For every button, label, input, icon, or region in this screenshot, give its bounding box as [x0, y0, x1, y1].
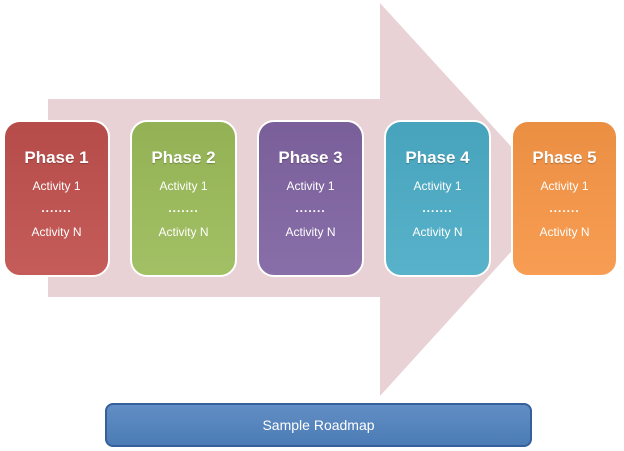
phase-activity-first: Activity 1 — [159, 179, 208, 193]
phase-title: Phase 3 — [278, 148, 343, 167]
phase-box-3: Phase 3 Activity 1 ....... Activity N — [257, 120, 364, 277]
phase-activity-first: Activity 1 — [413, 179, 462, 193]
phase-activity-dots: ....... — [422, 201, 453, 215]
phase-title: Phase 4 — [405, 148, 470, 167]
phase-activity-dots: ....... — [549, 201, 580, 215]
phase-activity-last: Activity N — [158, 225, 209, 239]
phase-box-1: Phase 1 Activity 1 ....... Activity N — [3, 120, 110, 277]
phase-box-4: Phase 4 Activity 1 ....... Activity N — [384, 120, 491, 277]
roadmap-title-label: Sample Roadmap — [262, 417, 375, 433]
phase-title: Phase 5 — [532, 148, 597, 167]
phase-title: Phase 1 — [24, 148, 89, 167]
phase-activity-first: Activity 1 — [32, 179, 81, 193]
phase-box-2: Phase 2 Activity 1 ....... Activity N — [130, 120, 237, 277]
phase-activity-last: Activity N — [539, 225, 590, 239]
phase-activity-dots: ....... — [295, 201, 326, 215]
phase-activity-last: Activity N — [412, 225, 463, 239]
phase-title: Phase 2 — [151, 148, 216, 167]
phase-activity-dots: ....... — [168, 201, 199, 215]
roadmap-title-bar: Sample Roadmap — [105, 403, 532, 447]
phase-box-5: Phase 5 Activity 1 ....... Activity N — [511, 120, 618, 277]
phase-activity-last: Activity N — [285, 225, 336, 239]
phase-activity-first: Activity 1 — [540, 179, 589, 193]
phase-activity-last: Activity N — [31, 225, 82, 239]
phase-activity-dots: ....... — [41, 201, 72, 215]
phase-activity-first: Activity 1 — [286, 179, 335, 193]
